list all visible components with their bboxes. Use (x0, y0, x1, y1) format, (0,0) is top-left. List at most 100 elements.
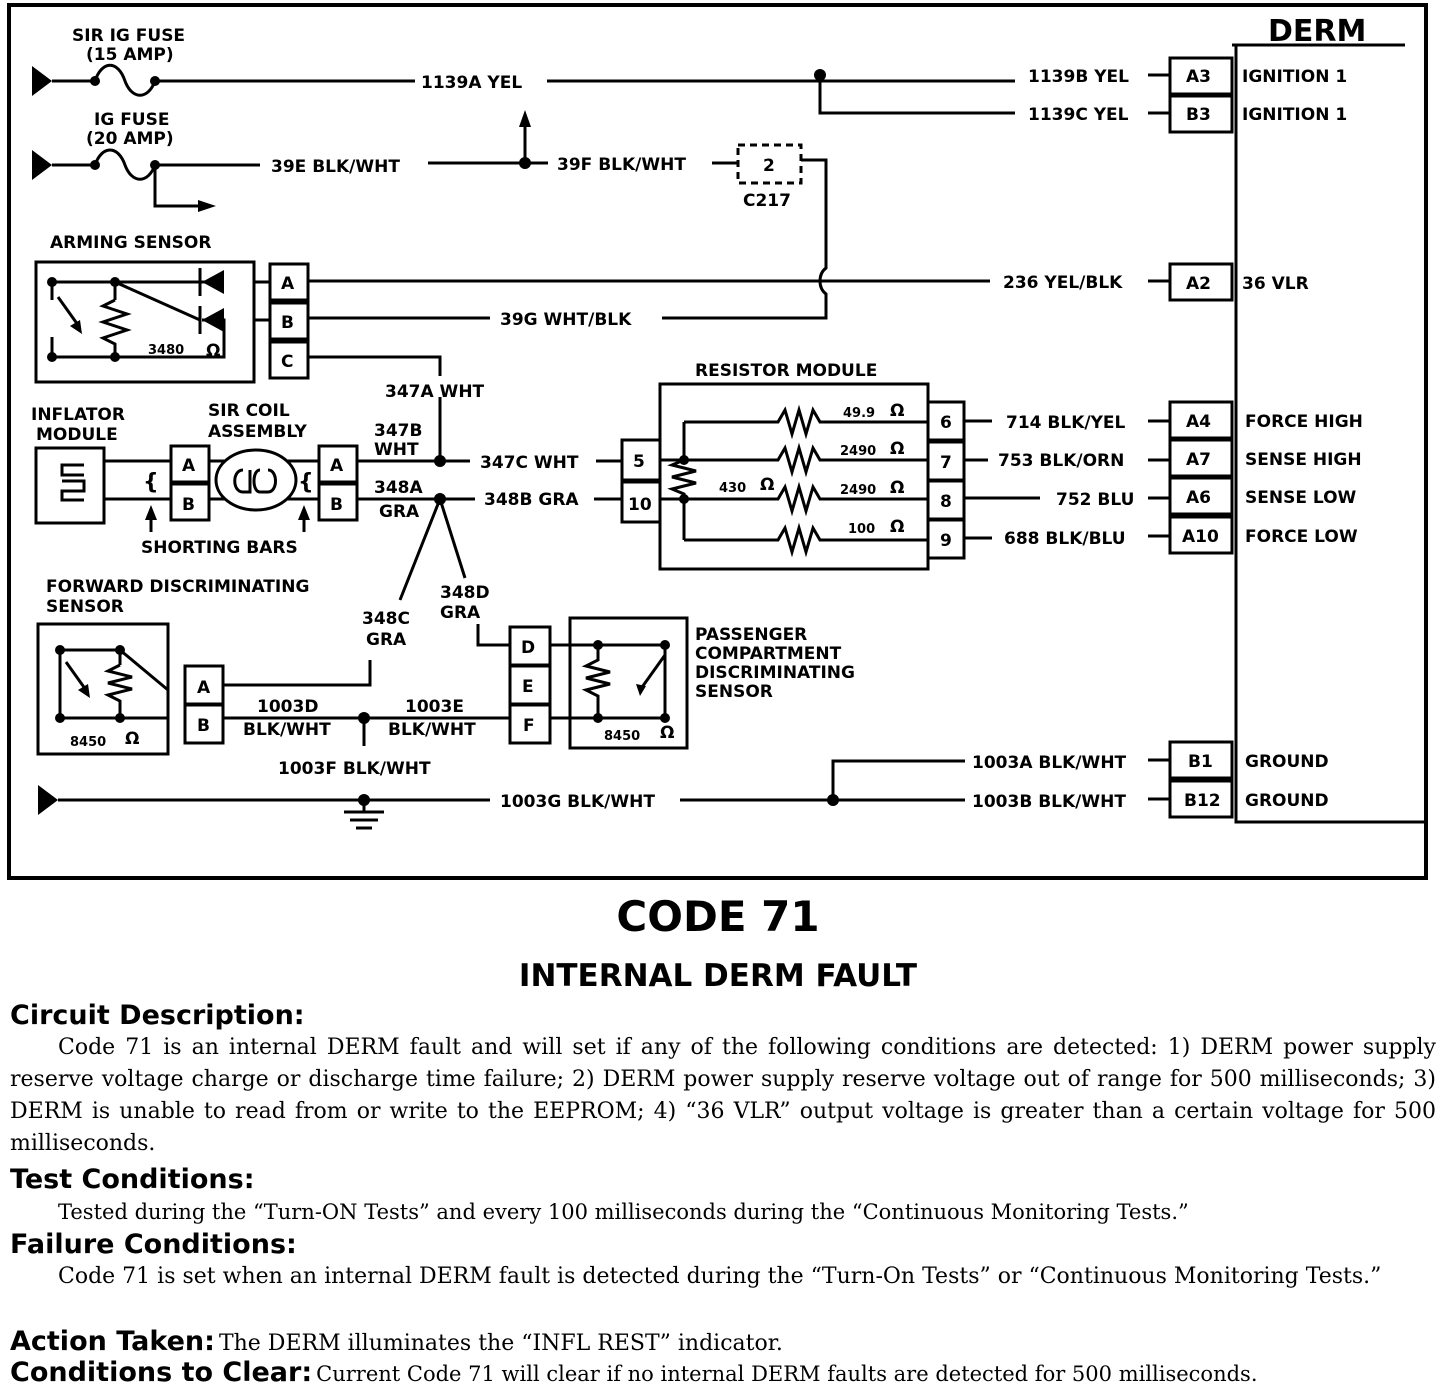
wire-1003d-2: BLK/WHT (243, 720, 331, 740)
rm-value-6: 49.9 (843, 406, 875, 421)
passenger-sensor-omega: Ω (660, 723, 674, 743)
conditions-to-clear-body: Current Code 71 will clear if no interna… (316, 1362, 1258, 1386)
squib-icon (60, 463, 86, 502)
wire-347a: 347A WHT (385, 382, 485, 402)
derm-pin-a6: A6 (1186, 488, 1211, 508)
derm-pin-a3: A3 (1186, 67, 1211, 87)
wire-1003b: 1003B BLK/WHT (972, 792, 1126, 812)
wire-348a-1: 348A (374, 478, 423, 498)
circuit-description-section: Circuit Description: Code 71 is an inter… (10, 1000, 1436, 1160)
resistor-module: RESISTOR MODULE 5 10 6 7 8 9 430 Ω 49.9 … (620, 361, 1170, 571)
passenger-pin-d: D (521, 638, 535, 658)
rm-omega-9: Ω (890, 517, 904, 537)
wire-714: 714 BLK/YEL (1006, 413, 1125, 433)
arrow-up-icon (519, 110, 531, 127)
wire-1003e-1: 1003E (405, 697, 464, 717)
rm-center-omega: Ω (760, 475, 774, 495)
inflator-title-1: INFLATOR (31, 405, 125, 425)
circuit-description-heading: Circuit Description: (10, 1000, 305, 1031)
derm-pin-a4: A4 (1186, 412, 1211, 432)
passenger-sensor-title-4: SENSOR (695, 682, 773, 702)
rm-value-9: 100 (848, 522, 875, 537)
inflator-pin-a: A (182, 456, 196, 476)
derm-func-a10: FORCE LOW (1245, 527, 1358, 547)
shorting-bars-label: SHORTING BARS (141, 538, 298, 558)
connector-c217: 2 C217 (662, 143, 828, 320)
clockspring-icon (214, 448, 298, 512)
derm-func-a6: SENSE LOW (1245, 488, 1357, 508)
inflator-title-2: MODULE (36, 425, 118, 445)
passenger-sensor-ohms: 8450 (604, 729, 640, 744)
wire-1139c: 1139C YEL (1028, 105, 1129, 125)
battery-arrow-icon (38, 785, 58, 815)
derm-func-a7: SENSE HIGH (1245, 450, 1362, 470)
conditions-to-clear-section: Conditions to Clear: Current Code 71 wil… (10, 1357, 1436, 1393)
action-taken-section: Action Taken: The DERM illuminates the “… (10, 1326, 1436, 1362)
wire-688: 688 BLK/BLU (1004, 529, 1126, 549)
inflator-pin-b: B (182, 495, 195, 515)
arming-sensor-ohms: 3480 (148, 343, 184, 358)
ig-fuse-amp: (20 AMP) (86, 129, 174, 149)
failure-conditions-section: Failure Conditions: Code 71 is set when … (10, 1229, 1436, 1293)
wiring-diagram: DERM SIR IG FUSE (15 AMP) 1139A YEL 1139… (7, 3, 1428, 880)
passenger-pin-f: F (523, 716, 535, 736)
sir-coil-title-2: ASSEMBLY (208, 422, 308, 442)
passenger-sensor-title-2: COMPARTMENT (695, 644, 842, 664)
ig-fuse-label: IG FUSE (94, 110, 169, 130)
rm-center-value: 430 (719, 481, 746, 496)
rm-pin-8: 8 (940, 492, 952, 512)
failure-conditions-body: Code 71 is set when an internal DERM fau… (58, 1264, 1382, 1289)
wire-348d-1: 348D (440, 583, 490, 603)
inflator-and-coil: INFLATOR MODULE { A B SIR COIL ASSEMBLY … (31, 397, 622, 601)
wire-347c: 347C WHT (480, 453, 579, 473)
arming-pin-a: A (281, 274, 295, 294)
wire-1003g: 1003G BLK/WHT (500, 792, 655, 812)
sir-ig-fuse-label: SIR IG FUSE (72, 26, 185, 46)
passenger-sensor-title-3: DISCRIMINATING (695, 663, 855, 683)
c217-pin: 2 (763, 156, 775, 176)
rm-omega-6: Ω (890, 401, 904, 421)
wire-39e: 39E BLK/WHT (271, 157, 400, 177)
derm-pin-b1: B1 (1188, 752, 1213, 772)
wire-347b-2: WHT (374, 440, 419, 460)
code-title: CODE 71 (616, 892, 820, 941)
action-taken-heading: Action Taken: (10, 1326, 215, 1357)
battery-arrow-icon (32, 150, 52, 180)
sir-ig-fuse-amp: (15 AMP) (86, 45, 174, 65)
derm-pin-a10: A10 (1182, 527, 1219, 547)
derm-func-a4: FORCE HIGH (1245, 412, 1363, 432)
wire-753: 753 BLK/ORN (998, 451, 1124, 471)
arming-sensor-title: ARMING SENSOR (50, 233, 211, 253)
wire-347b-1: 347B (374, 421, 422, 441)
forward-sensor-title-1: FORWARD DISCRIMINATING (46, 577, 309, 597)
derm-pins: A3 IGNITION 1 B3 IGNITION 1 A2 36 VLR A4… (1168, 56, 1363, 819)
arming-sensor: ARMING SENSOR 3480 Ω A B C 236 YEL/BLK 3… (34, 233, 1170, 402)
resistor-module-title: RESISTOR MODULE (695, 361, 877, 381)
wire-1003a: 1003A BLK/WHT (972, 753, 1127, 773)
rm-omega-8: Ω (890, 478, 904, 498)
wire-39g: 39G WHT/BLK (500, 310, 632, 330)
arming-pin-b: B (281, 313, 294, 333)
arming-pin-c: C (281, 352, 293, 372)
inflator-bar: { (143, 470, 159, 495)
arrow-right-icon (198, 200, 216, 212)
passenger-pin-e: E (522, 677, 534, 697)
rm-pin-9: 9 (940, 531, 952, 551)
arrow-up-icon (298, 505, 310, 520)
wire-752: 752 BLU (1056, 490, 1134, 510)
derm-title: DERM (1268, 14, 1366, 49)
derm-pin-b3: B3 (1186, 105, 1211, 125)
wire-348d-2: GRA (440, 603, 481, 623)
derm-pin-a7: A7 (1186, 450, 1211, 470)
sir-ig-fuse-circuit: SIR IG FUSE (15 AMP) 1139A YEL 1139B YEL… (32, 26, 1170, 125)
derm-module: DERM (1232, 14, 1426, 824)
sir-coil-bar: { (298, 470, 314, 495)
passenger-discriminating-sensor: 348D GRA D E F 8450 Ω PASSENGER COMPARTM… (440, 583, 855, 750)
action-taken-body: The DERM illuminates the “INFL REST” ind… (218, 1331, 783, 1356)
forward-discriminating-sensor: FORWARD DISCRIMINATING SENSOR 8450 Ω A B… (36, 577, 510, 779)
derm-func-b1: GROUND (1245, 752, 1329, 772)
wire-39f: 39F BLK/WHT (557, 155, 686, 175)
ground-icon (344, 800, 384, 830)
sir-coil-title-1: SIR COIL (208, 401, 290, 421)
forward-pin-b: B (197, 716, 210, 736)
